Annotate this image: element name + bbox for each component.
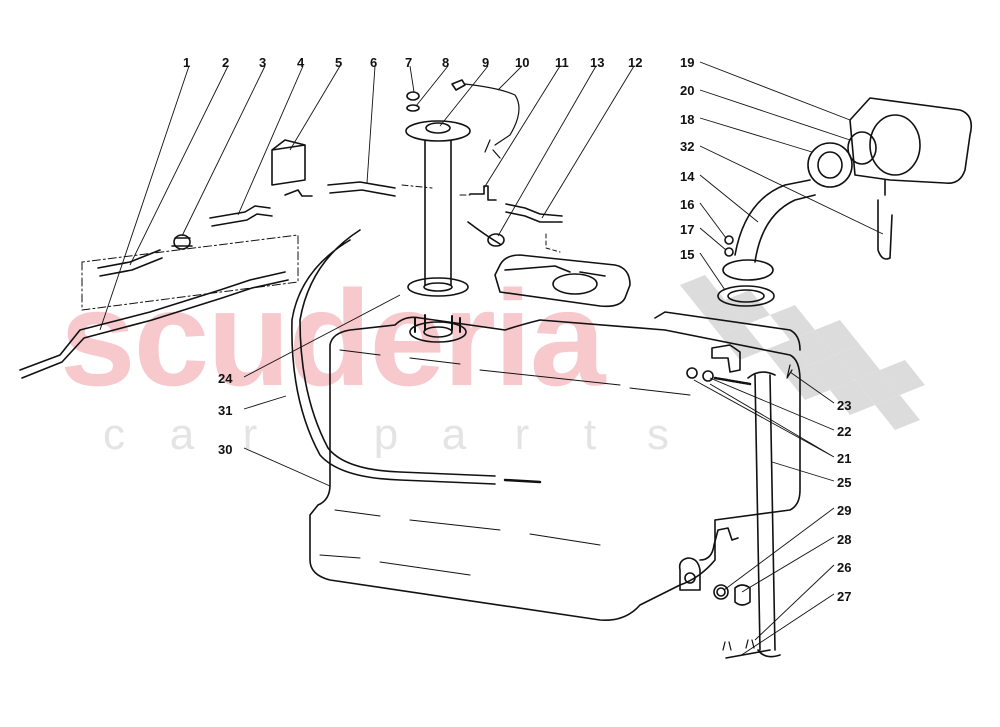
- part-label-4: 4: [297, 55, 305, 70]
- checkered-flag-icon: [680, 275, 925, 430]
- part-label-8: 8: [442, 55, 450, 70]
- part-label-20: 20: [680, 83, 695, 98]
- part-label-15: 15: [680, 247, 695, 262]
- watermark-letter: s: [647, 410, 669, 459]
- part-label-19: 19: [680, 55, 695, 70]
- part-label-11: 11: [555, 55, 569, 70]
- watermark-letter: a: [441, 410, 467, 459]
- part-label-7: 7: [405, 55, 413, 70]
- part-label-31: 31: [218, 403, 233, 418]
- part-label-28: 28: [837, 532, 852, 547]
- watermark-letter: t: [583, 410, 597, 459]
- part-label-29: 29: [837, 503, 852, 518]
- part-label-9: 9: [482, 55, 490, 70]
- part-label-32: 32: [680, 139, 695, 154]
- watermark-letter: p: [373, 410, 399, 459]
- part-label-1: 1: [183, 55, 191, 70]
- part-label-22: 22: [837, 424, 852, 439]
- part-label-27: 27: [837, 589, 852, 604]
- part-label-12: 12: [628, 55, 643, 70]
- part-label-17: 17: [680, 222, 695, 237]
- part-label-18: 18: [680, 112, 695, 127]
- part-label-24: 24: [218, 371, 233, 386]
- part-label-30: 30: [218, 442, 233, 457]
- part-label-10: 10: [515, 55, 530, 70]
- part-label-13: 13: [590, 55, 605, 70]
- part-label-23: 23: [837, 398, 852, 413]
- part-label-26: 26: [837, 560, 852, 575]
- part-label-14: 14: [680, 169, 695, 184]
- part-label-3: 3: [259, 55, 267, 70]
- part-label-5: 5: [335, 55, 343, 70]
- fuel-tank-body: [309, 316, 801, 622]
- vent-pipe: [19, 271, 289, 379]
- watermark-letter: a: [169, 410, 195, 459]
- part-label-16: 16: [680, 197, 695, 212]
- part-label-21: 21: [837, 451, 852, 466]
- filler-gasket: [717, 285, 775, 307]
- watermark-letter: r: [514, 410, 530, 459]
- watermark-letter: r: [242, 410, 258, 459]
- part-label-25: 25: [837, 475, 852, 490]
- clamp-bracket: [271, 139, 306, 186]
- part-label-2: 2: [222, 55, 230, 70]
- watermark-letter: c: [103, 410, 125, 459]
- part-label-6: 6: [370, 55, 378, 70]
- fuel-sender-flange: [405, 120, 471, 142]
